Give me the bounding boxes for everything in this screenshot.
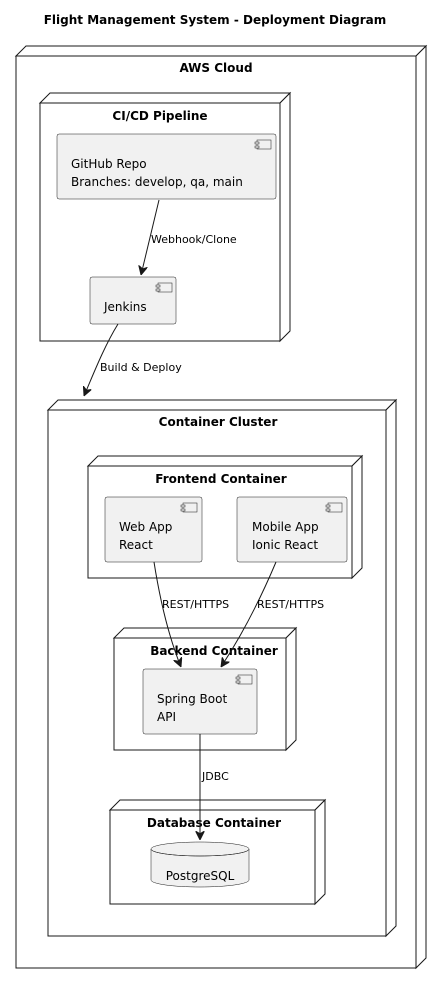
edge-label-webhook: Webhook/Clone: [151, 233, 237, 246]
springboot-api: API: [157, 710, 176, 724]
edge-mobile-backend: REST/HTTPS: [221, 561, 324, 667]
jenkins-component: Jenkins: [89, 276, 177, 325]
springboot-label: Spring Boot: [157, 692, 227, 706]
edge-jenkins-cluster: Build & Deploy: [84, 323, 182, 396]
postgresql-label: PostgreSQL: [166, 869, 235, 883]
backend-container-title: Backend Container: [150, 644, 278, 658]
edge-label-mobile-rest: REST/HTTPS: [257, 598, 324, 611]
component-icon: [325, 502, 343, 513]
component-icon: [235, 674, 253, 685]
frontend-container-title: Frontend Container: [155, 472, 287, 486]
edge-label-build-deploy: Build & Deploy: [100, 361, 182, 374]
database-container-title: Database Container: [147, 816, 281, 830]
postgresql-database: PostgreSQL: [150, 841, 250, 888]
webapp-label: Web App: [119, 520, 172, 534]
mobileapp-label: Mobile App: [252, 520, 319, 534]
webapp-tech: React: [119, 538, 153, 552]
component-icon: [155, 282, 173, 293]
edge-label-webapp-rest: REST/HTTPS: [162, 598, 229, 611]
springboot-component: Spring Boot API: [142, 668, 258, 735]
container-cluster-title: Container Cluster: [159, 415, 278, 429]
edge-webapp-backend: REST/HTTPS: [153, 561, 229, 667]
jenkins-label: Jenkins: [103, 300, 147, 314]
mobileapp-component: Mobile App Ionic React: [236, 496, 348, 563]
component-icon: [254, 139, 272, 150]
edge-github-jenkins: Webhook/Clone: [141, 199, 237, 275]
component-icon: [180, 502, 198, 513]
edge-backend-db: JDBC: [200, 734, 229, 840]
github-repo-branches: Branches: develop, qa, main: [71, 175, 243, 189]
aws-cloud-title: AWS Cloud: [179, 61, 252, 75]
mobileapp-tech: Ionic React: [252, 538, 318, 552]
github-repo-label: GitHub Repo: [71, 157, 147, 171]
diagram-title: Flight Management System - Deployment Di…: [44, 13, 387, 27]
github-repo-component: GitHub Repo Branches: develop, qa, main: [56, 133, 277, 200]
edge-label-jdbc: JDBC: [201, 770, 229, 783]
cicd-pipeline-title: CI/CD Pipeline: [112, 109, 207, 123]
webapp-component: Web App React: [104, 496, 203, 563]
